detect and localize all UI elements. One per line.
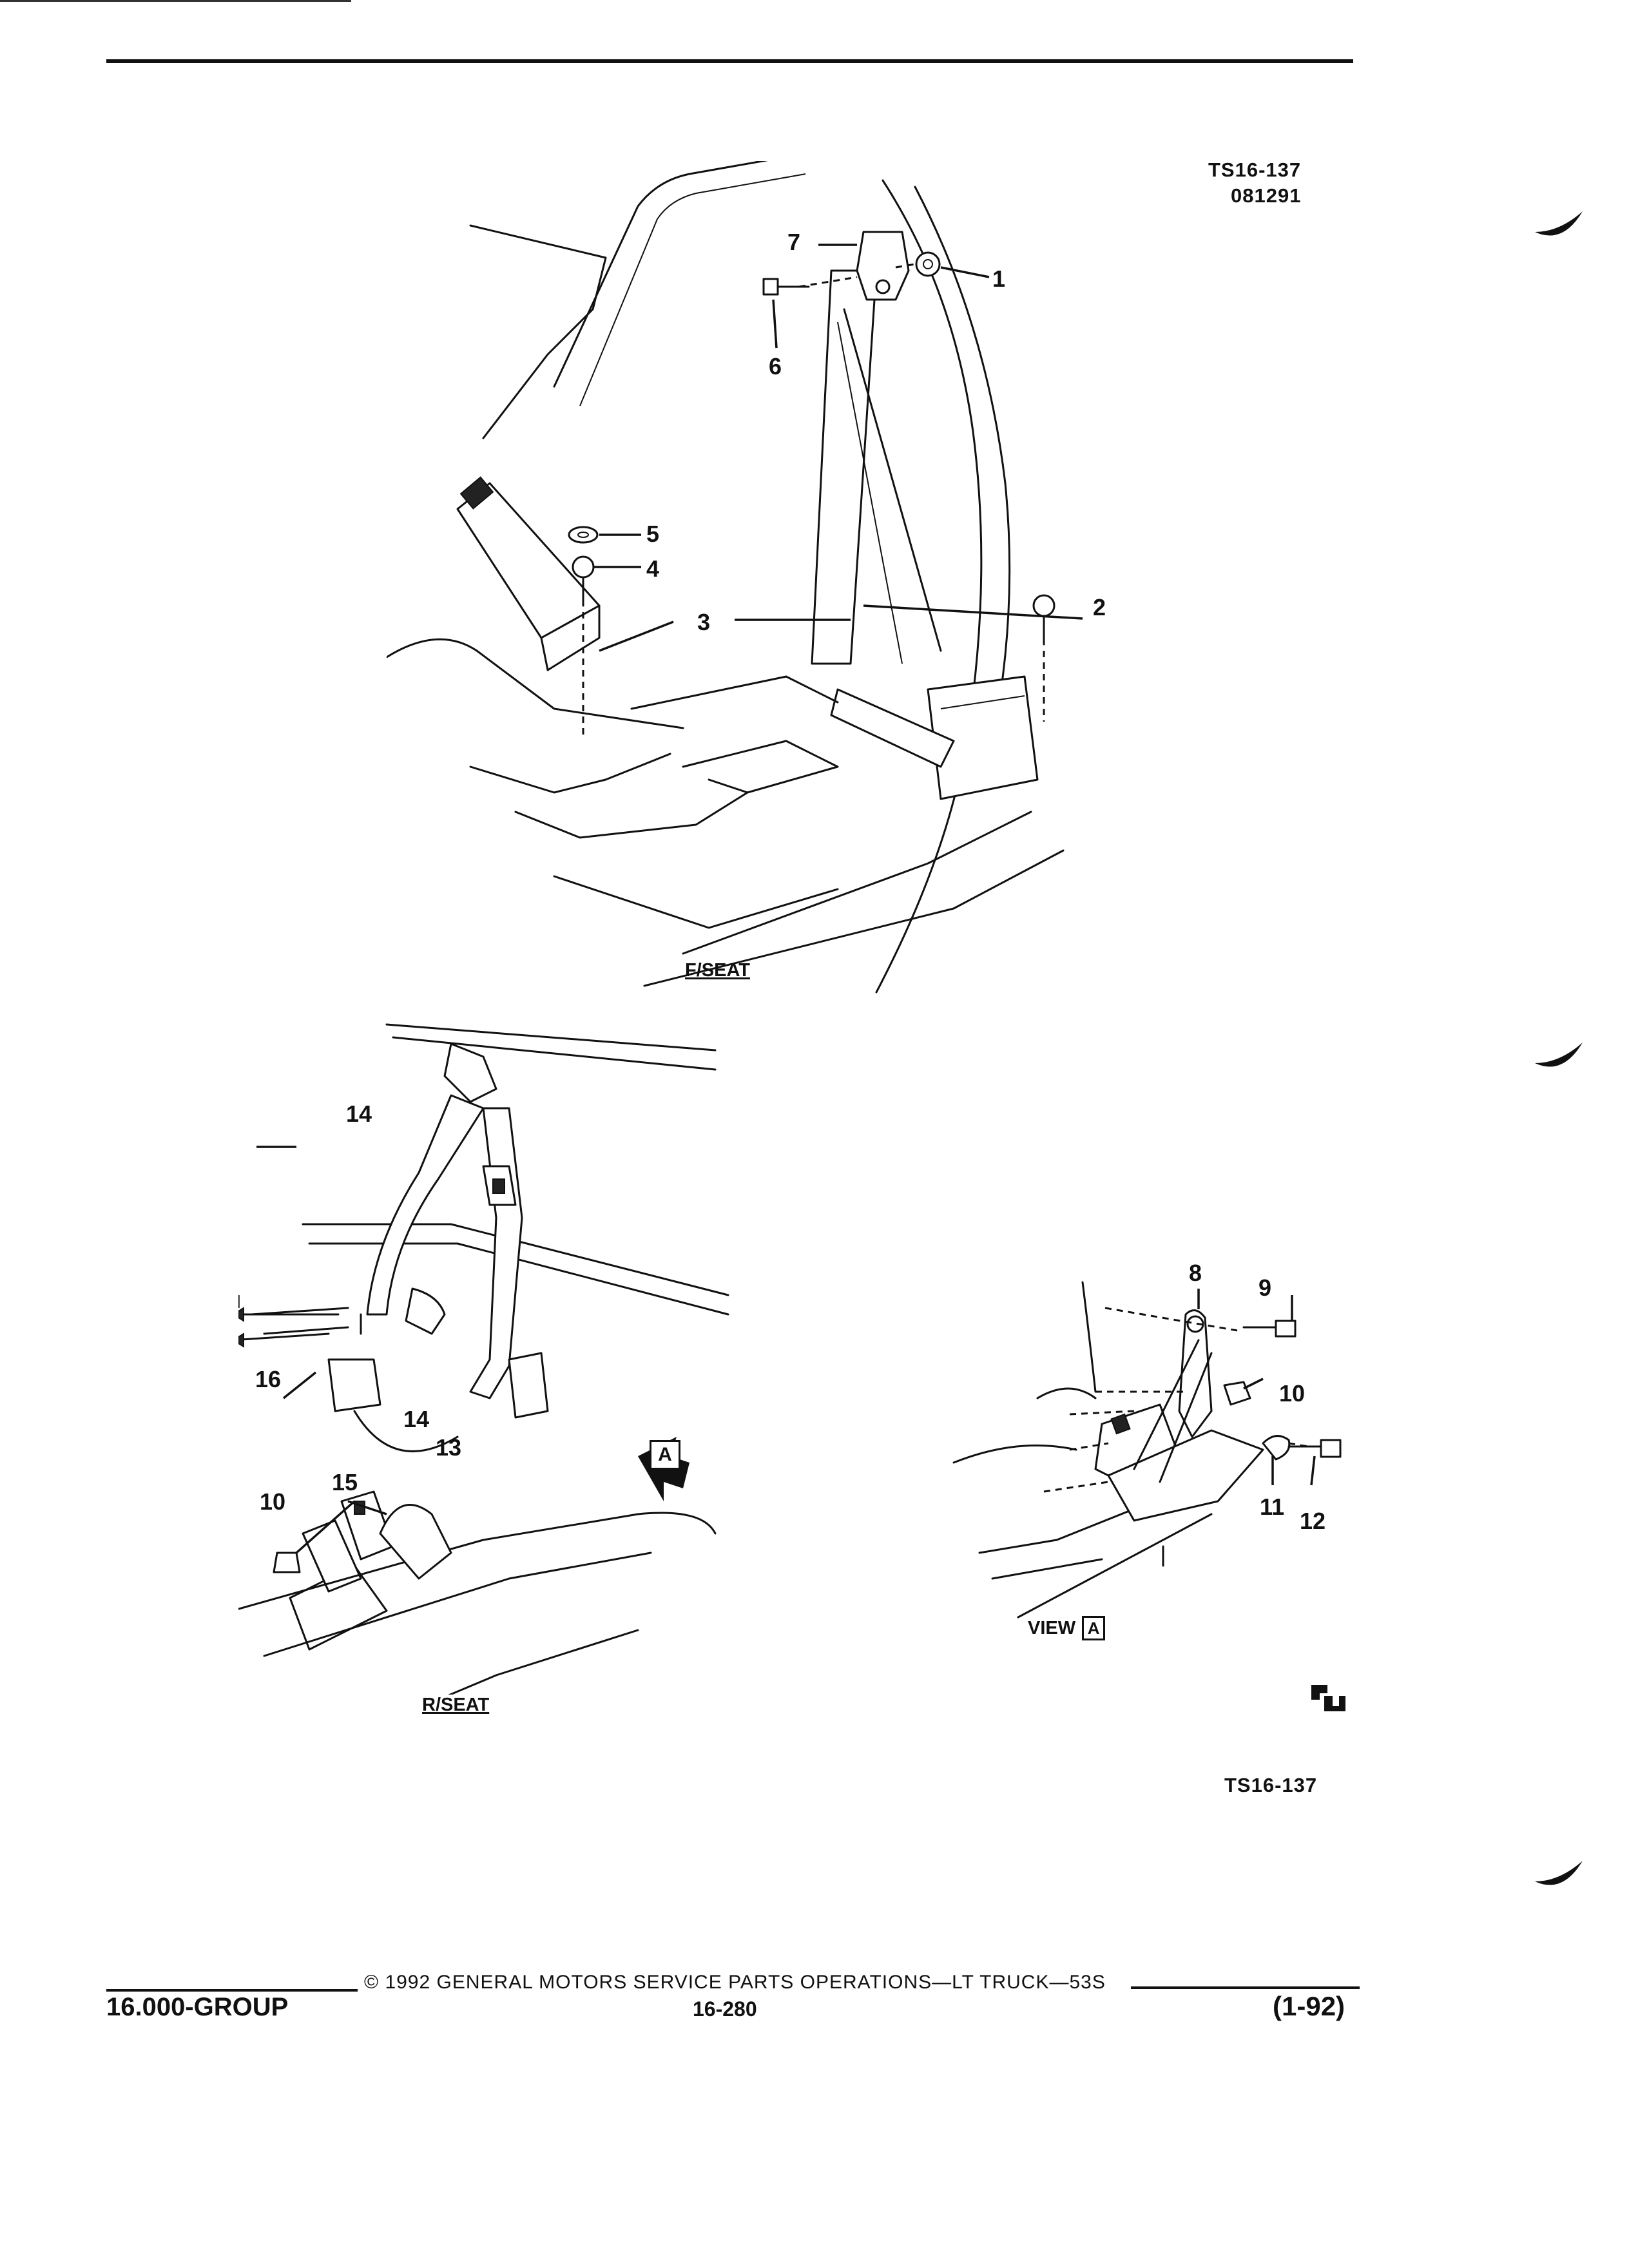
page-edge-mark-3 xyxy=(1535,1861,1583,1885)
screw-16 xyxy=(238,1313,362,1335)
callout-13: 13 xyxy=(436,1434,462,1461)
top-edge-rule xyxy=(0,0,351,2)
leader-12 xyxy=(1310,1456,1316,1486)
leader-10-view xyxy=(1243,1378,1264,1390)
callout-1: 1 xyxy=(992,265,1006,292)
callout-2: 2 xyxy=(1093,594,1106,620)
page-edge-mark-2 xyxy=(1535,1043,1583,1067)
view-a-marker: A xyxy=(650,1440,680,1470)
callout-14-mid: 14 xyxy=(403,1406,430,1432)
page-edge-mark-1 xyxy=(1535,211,1583,236)
callout-16: 16 xyxy=(255,1366,282,1392)
leader-13a xyxy=(295,1500,356,1554)
nut-10 xyxy=(273,1552,301,1573)
window-frame-line xyxy=(469,224,607,439)
callout-7: 7 xyxy=(787,229,801,255)
view-a-label: VIEW A xyxy=(1028,1616,1106,1640)
callout-10-rear: 10 xyxy=(260,1488,286,1515)
footer-copyright: © 1992 GENERAL MOTORS SERVICE PARTS OPER… xyxy=(364,1972,1106,1993)
view-a-label-text: VIEW xyxy=(1028,1617,1076,1639)
callout-5: 5 xyxy=(646,521,660,547)
leader-2 xyxy=(863,604,1083,620)
callout-11: 11 xyxy=(1260,1494,1285,1520)
figure-date: 081291 xyxy=(1231,184,1302,207)
callout-4: 4 xyxy=(646,555,660,582)
callout-12: 12 xyxy=(1300,1508,1326,1534)
footer-date: (1-92) xyxy=(1273,1991,1345,2021)
rear-seat-label: R/SEAT xyxy=(422,1695,490,1715)
footer-group: 16.000-GROUP xyxy=(106,1993,289,2021)
footer-rule-left xyxy=(106,1989,358,1992)
leader-14-mid xyxy=(282,1371,317,1399)
callout-15: 15 xyxy=(332,1469,358,1495)
header-rule xyxy=(106,59,1353,63)
callout-14-top: 14 xyxy=(346,1100,372,1127)
figure-code: TS16-137 xyxy=(1208,159,1302,181)
bolt-12 xyxy=(1287,1439,1342,1458)
leader-1 xyxy=(940,266,990,278)
spacer-1 xyxy=(915,251,941,277)
leader-6 xyxy=(772,299,778,349)
callout-3: 3 xyxy=(697,609,711,635)
bolt-9 xyxy=(1242,1320,1296,1338)
view-a-anchor-8 xyxy=(1178,1309,1213,1438)
upper-anchor xyxy=(856,231,910,301)
nut-10-view xyxy=(1223,1381,1251,1406)
callout-9: 9 xyxy=(1258,1274,1272,1301)
callout-10-view: 10 xyxy=(1279,1380,1306,1407)
leader-3a xyxy=(599,620,674,652)
rear-shoulder-belt xyxy=(366,1094,485,1316)
front-seat-label: F/SEAT xyxy=(685,960,750,981)
callout-8: 8 xyxy=(1189,1260,1202,1286)
latch-plate xyxy=(830,688,955,768)
footer-page-number: 16-280 xyxy=(693,1997,757,2021)
view-a-diagram xyxy=(952,1281,1342,1619)
view-a-label-marker: A xyxy=(1082,1616,1106,1640)
b-pillar-outer xyxy=(875,179,983,994)
bolt-2 xyxy=(1032,594,1055,646)
floor-tunnel xyxy=(387,638,684,729)
callout-6: 6 xyxy=(769,353,782,380)
washer-5 xyxy=(568,526,599,544)
footer-figure-code: TS16-137 xyxy=(1224,1774,1318,1796)
door-pillar-line xyxy=(553,161,768,388)
front-seat-belt-diagram xyxy=(387,161,1083,994)
screw-15 xyxy=(238,1332,330,1341)
footer-rule-right xyxy=(1131,1986,1360,1989)
rear-latch xyxy=(508,1352,549,1419)
shoulder-belt xyxy=(811,269,878,665)
rear-seat-belt-diagram xyxy=(238,1023,729,1695)
rear-retractor xyxy=(327,1358,381,1412)
rear-upper-anchor xyxy=(443,1043,497,1103)
gm-service-parts-logo xyxy=(1311,1685,1345,1711)
